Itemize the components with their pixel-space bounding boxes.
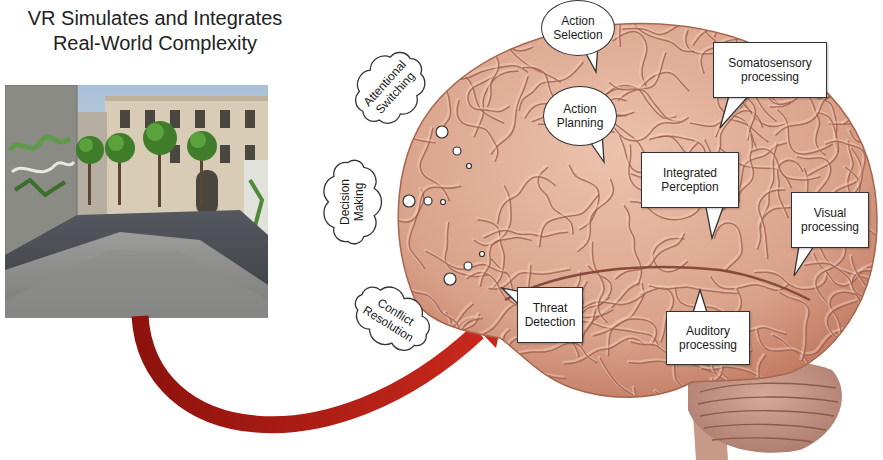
callout-label: Threat Detection <box>524 301 576 329</box>
callout-box: Integrated Perception <box>641 152 739 208</box>
callout-box: Visual processing <box>791 192 869 248</box>
title: VR Simulates and Integrates Real-World C… <box>5 6 305 56</box>
thought-cloud: Attentional Switching <box>334 31 446 145</box>
callout-label: Somatosensory processing <box>720 56 820 84</box>
thought-cloud: Decision Making <box>321 152 383 252</box>
vr-scene <box>5 85 268 318</box>
thought-trails <box>403 126 485 285</box>
callout-label: Action Selection <box>548 14 608 42</box>
callout-label: Decision Making <box>338 160 366 244</box>
callout-bubble: Action Planning <box>543 86 617 146</box>
callout-label: Auditory processing <box>673 324 743 352</box>
thought-cloud: Conflict Resolution <box>335 267 448 369</box>
callout-box: Somatosensory processing <box>713 42 827 98</box>
callout-label: Integrated Perception <box>648 166 732 194</box>
callout-box: Threat Detection <box>517 287 583 343</box>
callout-label: Visual processing <box>798 206 862 234</box>
flow-arrow <box>140 306 505 425</box>
callout-label: Action Planning <box>550 102 610 130</box>
callout-box: Auditory processing <box>666 311 750 365</box>
brain <box>381 0 883 460</box>
callout-bubble: Action Selection <box>541 0 615 56</box>
